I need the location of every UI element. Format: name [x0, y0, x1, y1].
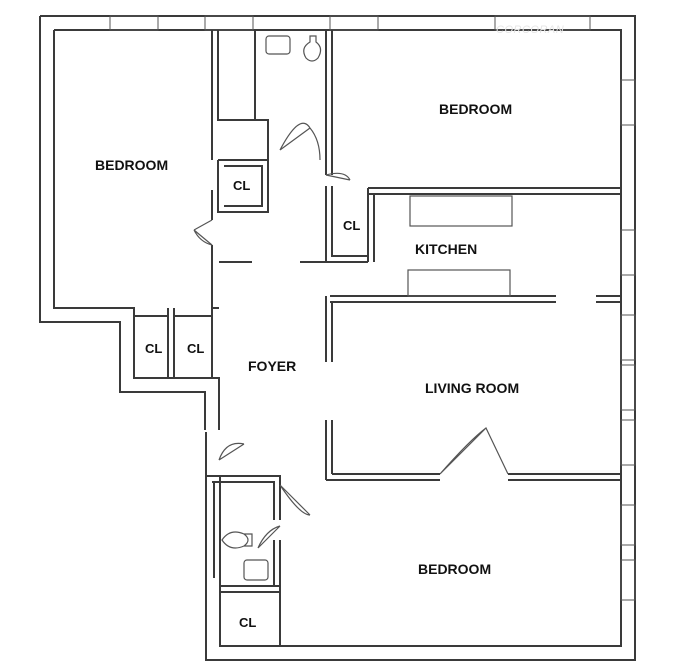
closet-label-1: CL: [233, 178, 250, 193]
outer-walls: [39, 15, 636, 661]
windows: [109, 15, 636, 601]
closet-label-3: CL: [145, 341, 162, 356]
kitchen-counter-bottom: [407, 269, 511, 297]
fixtures: [221, 35, 513, 581]
doors: [193, 122, 509, 549]
sink-icon: [265, 35, 291, 55]
room-label-foyer: FOYER: [248, 358, 296, 374]
sink-icon: [243, 559, 269, 581]
closet-label-5: CL: [239, 615, 256, 630]
room-label-bedroom-ne: BEDROOM: [439, 101, 512, 117]
room-label-living-room: LIVING ROOM: [425, 380, 519, 396]
interior-walls: [133, 30, 621, 646]
room-label-bedroom-s: BEDROOM: [418, 561, 491, 577]
closet-label-2: CL: [343, 218, 360, 233]
toilet-icon: [221, 531, 253, 549]
room-label-bedroom-nw: BEDROOM: [95, 157, 168, 173]
watermark: CORCORAN: [496, 24, 564, 36]
room-labels: BEDROOM BEDROOM KITCHEN LIVING ROOM FOYE…: [95, 101, 519, 630]
toilet-icon: [303, 35, 322, 62]
closet-label-4: CL: [187, 341, 204, 356]
room-label-kitchen: KITCHEN: [415, 241, 477, 257]
kitchen-counter-top: [409, 195, 513, 227]
